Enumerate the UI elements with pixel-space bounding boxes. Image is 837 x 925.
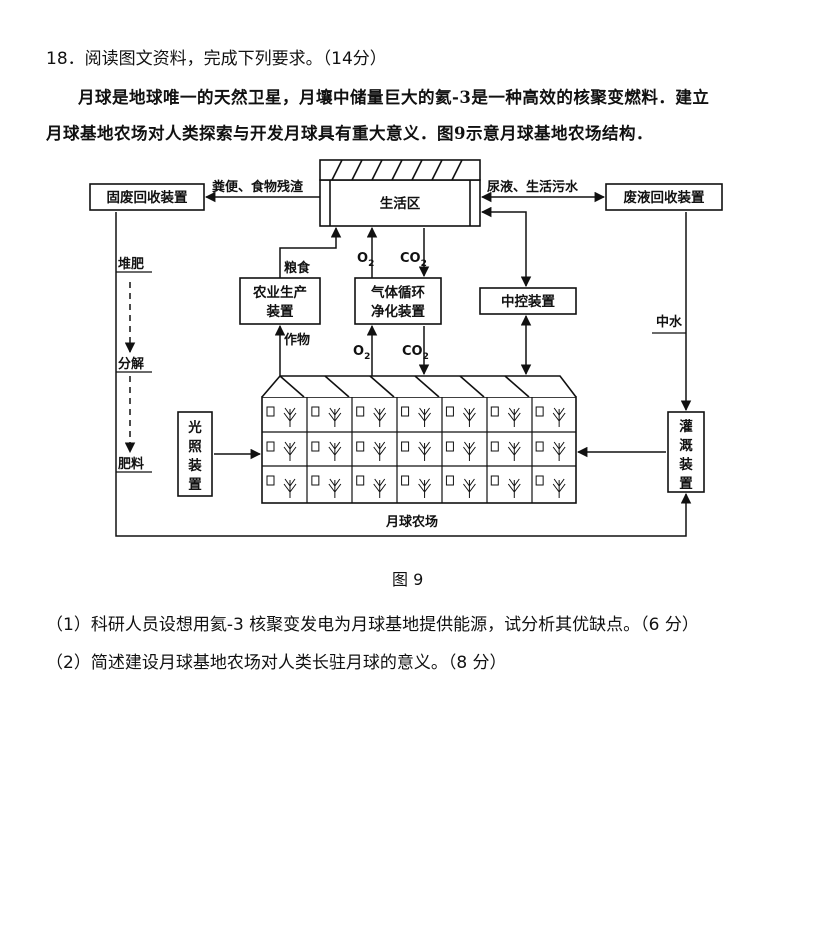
grain-label: 粮食 bbox=[284, 260, 311, 276]
irrigation-label-2: 溉 bbox=[679, 437, 693, 454]
plant-pot bbox=[490, 441, 499, 452]
plant-sprig bbox=[373, 407, 387, 427]
plant-sprig bbox=[507, 478, 521, 498]
light-label-2: 照 bbox=[188, 439, 202, 455]
living-area-box bbox=[319, 179, 481, 227]
plant-sprig bbox=[283, 441, 297, 461]
fertilizer-label: 肥料 bbox=[118, 456, 144, 472]
plant-sprig bbox=[283, 407, 297, 427]
lunar-farm-diagram: 生活区 固废回收装置 废液回收装置 农业生产 装置 气体循环 净化装置 中控装置… bbox=[89, 159, 723, 537]
plant-sprig bbox=[373, 478, 387, 498]
plant-pot bbox=[356, 441, 365, 452]
plant-pot bbox=[266, 406, 275, 417]
arrow-fertilizer-loop bbox=[115, 212, 692, 537]
plant-pot bbox=[535, 441, 544, 452]
light-label-1: 光 bbox=[187, 419, 202, 436]
plant-pot bbox=[311, 441, 320, 452]
co2-top-label: CO2 bbox=[400, 251, 427, 269]
reclaimed-water-label: 中水 bbox=[656, 314, 683, 330]
plant-pot bbox=[490, 475, 499, 486]
plant-sprig bbox=[463, 407, 476, 427]
plant-pot bbox=[445, 406, 454, 417]
decompose-label: 分解 bbox=[118, 356, 144, 372]
plant-pot bbox=[401, 441, 410, 452]
farm-roof-sections bbox=[279, 375, 530, 398]
compost-label: 堆肥 bbox=[118, 256, 144, 272]
plant-pot bbox=[266, 441, 275, 452]
agri-production-label-2: 装置 bbox=[266, 303, 294, 320]
irrigation-label-1: 灌 bbox=[679, 418, 693, 435]
plant-sprig bbox=[552, 441, 566, 461]
plant-sprig bbox=[373, 441, 387, 461]
o2-top-label: O2 bbox=[357, 251, 374, 269]
solid-waste-box bbox=[89, 183, 205, 211]
plant-sprig bbox=[418, 441, 431, 461]
plant-sprig bbox=[328, 478, 342, 498]
feces-food-label: 粪便、食物残渣 bbox=[212, 179, 304, 195]
co2-bottom-label: CO2 bbox=[402, 344, 429, 362]
living-area-label: 生活区 bbox=[380, 195, 421, 212]
sub-question-1: （1）科研人员设想用氦-3 核聚变发电为月球基地提供能源，试分析其优缺点。（6 … bbox=[46, 615, 699, 635]
plant-pot bbox=[356, 406, 365, 417]
gas-cycle-box bbox=[354, 277, 442, 325]
arrow-living-control bbox=[480, 206, 532, 288]
plant-sprig bbox=[507, 441, 521, 461]
irrigation-box bbox=[667, 411, 705, 493]
figure-caption: 图 9 bbox=[392, 570, 424, 589]
plant-sprig bbox=[328, 441, 342, 461]
liquid-waste-box bbox=[605, 183, 723, 211]
urine-sewage-label: 尿液、生活污水 bbox=[487, 179, 579, 195]
plant-sprig bbox=[418, 407, 431, 427]
plant-sprig bbox=[328, 407, 342, 427]
plant-pot bbox=[535, 475, 544, 486]
plant-pot bbox=[311, 406, 320, 417]
control-label: 中控装置 bbox=[501, 293, 555, 310]
intro-paragraph-line-2: 月球基地农场对人类探索与开发月球具有重大意义．图9示意月球基地农场结构． bbox=[46, 124, 653, 143]
farm-plants bbox=[266, 406, 566, 498]
plant-sprig bbox=[463, 441, 476, 461]
plant-pot bbox=[401, 475, 410, 486]
arrow-grain-to-living bbox=[279, 226, 342, 278]
plant-pot bbox=[445, 475, 454, 486]
agri-production-label-1: 农业生产 bbox=[252, 284, 307, 301]
agri-production-box bbox=[239, 277, 321, 325]
lunar-farm-label: 月球农场 bbox=[385, 514, 438, 530]
living-area-roof-stripes bbox=[331, 159, 463, 181]
farm-greenhouse-roof bbox=[261, 375, 577, 398]
liquid-waste-label: 废液回收装置 bbox=[624, 189, 705, 206]
plant-pot bbox=[356, 475, 365, 486]
question-title: 18．阅读图文资料，完成下列要求。（14分） bbox=[46, 49, 387, 69]
plant-sprig bbox=[463, 478, 476, 498]
intro-paragraph-line-1: 月球是地球唯一的天然卫星，月壤中储量巨大的氦-3是一种高效的核聚变燃料．建立 bbox=[78, 88, 710, 107]
gas-cycle-label-2: 净化装置 bbox=[371, 303, 425, 320]
plant-sprig bbox=[283, 478, 297, 498]
plant-sprig bbox=[552, 407, 566, 427]
plant-pot bbox=[401, 406, 410, 417]
sub-question-2: （2）简述建设月球基地农场对人类长驻月球的意义。（8 分） bbox=[46, 653, 507, 673]
control-box bbox=[479, 287, 577, 315]
plant-sprig bbox=[507, 407, 521, 427]
irrigation-label-3: 装 bbox=[678, 456, 693, 473]
o2-bottom-label: O2 bbox=[353, 344, 370, 362]
light-label-3: 装 bbox=[187, 457, 202, 474]
gas-cycle-label-1: 气体循环 bbox=[370, 284, 425, 301]
plant-pot bbox=[490, 406, 499, 417]
plant-pot bbox=[535, 406, 544, 417]
plant-pot bbox=[445, 441, 454, 452]
light-box bbox=[177, 411, 213, 497]
light-label-4: 置 bbox=[188, 477, 202, 493]
plant-sprig bbox=[552, 478, 566, 498]
plant-sprig bbox=[418, 478, 431, 498]
irrigation-label-4: 置 bbox=[679, 476, 693, 492]
crops-label: 作物 bbox=[284, 332, 310, 348]
plant-pot bbox=[311, 475, 320, 486]
solid-waste-label: 固废回收装置 bbox=[107, 189, 188, 206]
plant-pot bbox=[266, 475, 275, 486]
farm-grid-lines bbox=[262, 397, 576, 503]
